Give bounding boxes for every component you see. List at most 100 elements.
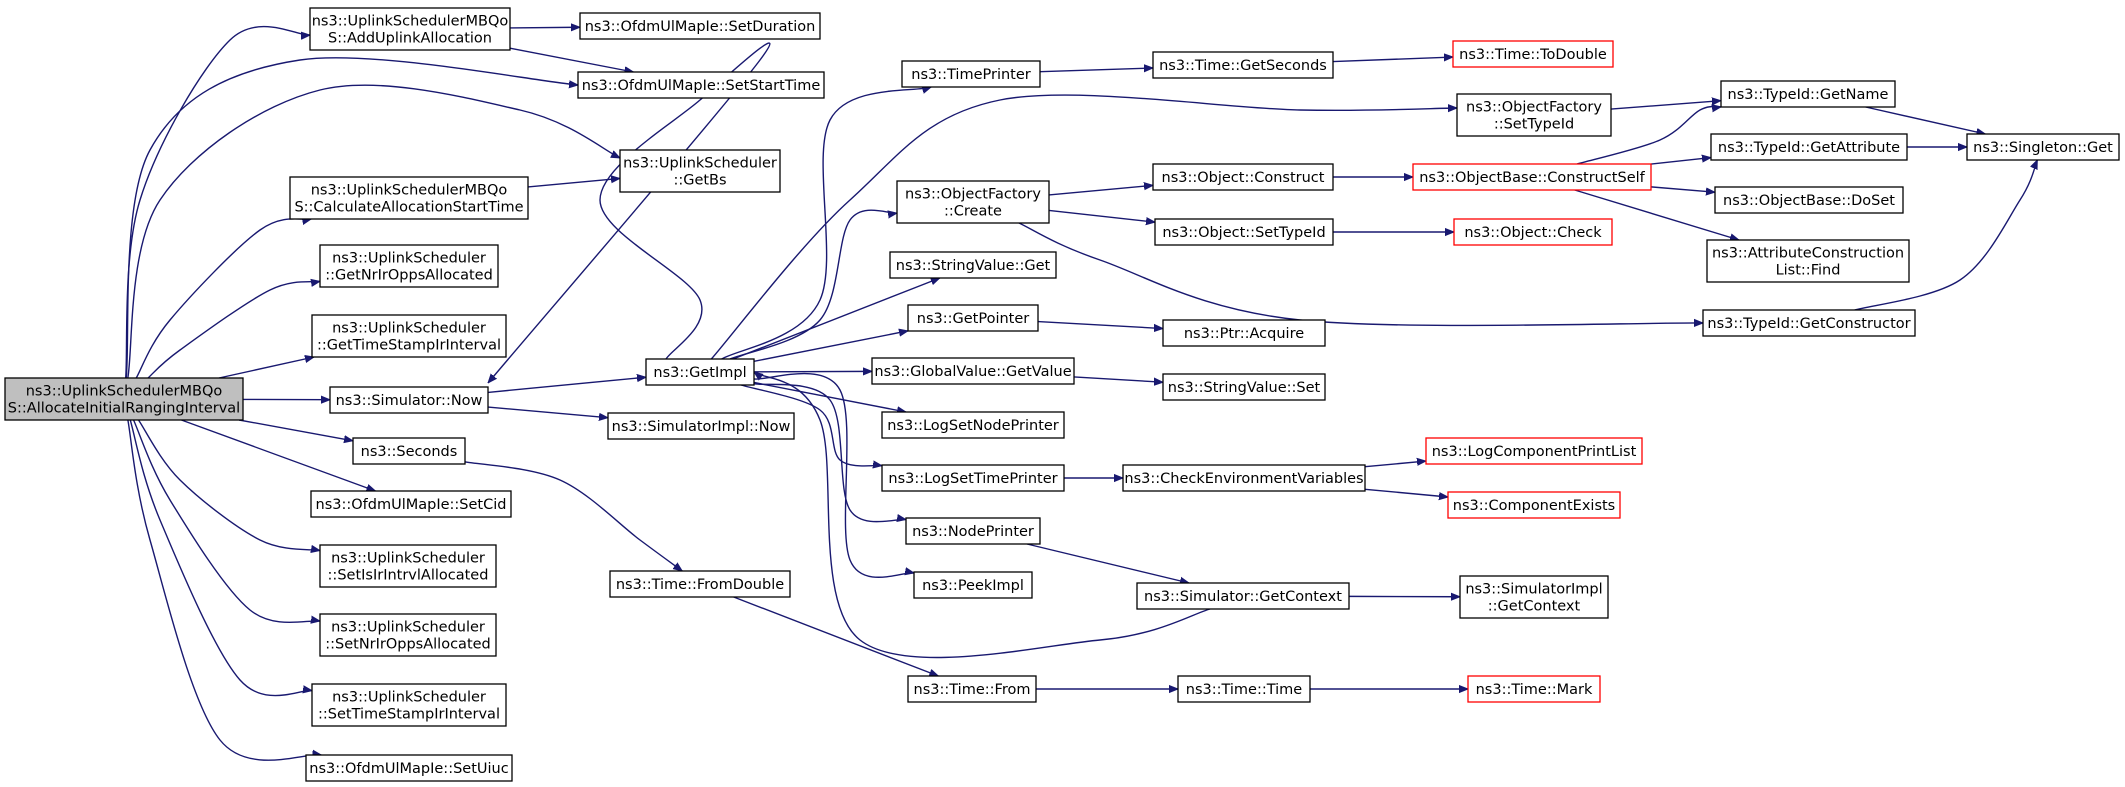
node-box[interactable] bbox=[319, 544, 497, 588]
node-box[interactable] bbox=[1122, 464, 1366, 492]
node-setStartTime[interactable]: ns3::OfdmUlMapIe::SetStartTime bbox=[577, 71, 825, 99]
node-box[interactable] bbox=[1162, 319, 1326, 347]
node-fromDouble[interactable]: ns3::Time::FromDouble bbox=[609, 570, 791, 598]
node-timeTime[interactable]: ns3::Time::Time bbox=[1177, 675, 1311, 703]
node-box[interactable] bbox=[1966, 133, 2120, 161]
node-setNrIr[interactable]: ns3::UplinkScheduler::SetNrIrOppsAllocat… bbox=[319, 613, 497, 657]
node-timeFrom[interactable]: ns3::Time::From bbox=[907, 675, 1037, 703]
node-box[interactable] bbox=[1452, 40, 1614, 68]
node-getTimeStamp[interactable]: ns3::UplinkScheduler::GetTimeStampIrInte… bbox=[311, 314, 507, 358]
node-box[interactable] bbox=[289, 176, 529, 220]
node-box[interactable] bbox=[609, 570, 791, 598]
node-timePrinter[interactable]: ns3::TimePrinter bbox=[901, 60, 1041, 88]
node-simImplNow[interactable]: ns3::SimulatorImpl::Now bbox=[607, 412, 795, 440]
node-getBs[interactable]: ns3::UplinkScheduler::GetBs bbox=[619, 149, 781, 193]
node-objConstruct[interactable]: ns3::Object::Construct bbox=[1152, 163, 1334, 191]
node-box[interactable] bbox=[1412, 163, 1652, 191]
node-box[interactable] bbox=[305, 754, 513, 782]
node-ptrAcquire[interactable]: ns3::Ptr::Acquire bbox=[1162, 319, 1326, 347]
node-logCompPrint[interactable]: ns3::LogComponentPrintList bbox=[1425, 437, 1643, 465]
node-box[interactable] bbox=[1467, 675, 1601, 703]
node-simGetContext[interactable]: ns3::Simulator::GetContext bbox=[1136, 582, 1350, 610]
node-getNrIrOpps[interactable]: ns3::UplinkScheduler::GetNrIrOppsAllocat… bbox=[319, 244, 499, 288]
node-box[interactable] bbox=[896, 180, 1050, 224]
node-box[interactable] bbox=[309, 7, 511, 51]
node-box[interactable] bbox=[907, 304, 1039, 332]
node-objSetTypeId[interactable]: ns3::Object::SetTypeId bbox=[1154, 218, 1334, 246]
node-setDuration[interactable]: ns3::OfdmUlMapIe::SetDuration bbox=[579, 12, 821, 40]
node-peekImpl[interactable]: ns3::PeekImpl bbox=[913, 571, 1033, 599]
node-box[interactable] bbox=[352, 437, 466, 465]
node-tidGetAttribute[interactable]: ns3::TypeId::GetAttribute bbox=[1710, 133, 1908, 161]
node-constructSelf[interactable]: ns3::ObjectBase::ConstructSelf bbox=[1412, 163, 1652, 191]
node-calcStartTime[interactable]: ns3::UplinkSchedulerMBQoS::CalculateAllo… bbox=[289, 176, 529, 220]
node-box[interactable] bbox=[311, 314, 507, 358]
node-box[interactable] bbox=[579, 12, 821, 40]
node-setTimeStamp[interactable]: ns3::UplinkScheduler::SetTimeStampIrInte… bbox=[311, 683, 507, 727]
node-getImpl[interactable]: ns3::GetImpl bbox=[645, 358, 755, 386]
node-box[interactable] bbox=[881, 464, 1065, 492]
node-addUplinkAllocation[interactable]: ns3::UplinkSchedulerMBQoS::AddUplinkAllo… bbox=[309, 7, 511, 51]
node-seconds[interactable]: ns3::Seconds bbox=[352, 437, 466, 465]
node-box[interactable] bbox=[881, 411, 1065, 439]
node-box[interactable] bbox=[607, 412, 795, 440]
node-checkEnv[interactable]: ns3::CheckEnvironmentVariables bbox=[1122, 464, 1366, 492]
node-box[interactable] bbox=[1425, 437, 1643, 465]
node-ofSetTypeId[interactable]: ns3::ObjectFactory::SetTypeId bbox=[1456, 93, 1612, 137]
node-box[interactable] bbox=[1459, 575, 1609, 619]
node-box[interactable] bbox=[619, 149, 781, 193]
node-box[interactable] bbox=[1720, 80, 1896, 108]
node-box[interactable] bbox=[889, 251, 1057, 279]
node-simNow[interactable]: ns3::Simulator::Now bbox=[329, 386, 489, 414]
node-root[interactable]: ns3::UplinkSchedulerMBQoS::AllocateIniti… bbox=[4, 377, 244, 421]
node-box[interactable] bbox=[1447, 491, 1621, 519]
node-box[interactable] bbox=[319, 244, 499, 288]
node-box[interactable] bbox=[1177, 675, 1311, 703]
node-logTimePrinter[interactable]: ns3::LogSetTimePrinter bbox=[881, 464, 1065, 492]
node-nodePrinter[interactable]: ns3::NodePrinter bbox=[905, 517, 1041, 545]
node-box[interactable] bbox=[907, 675, 1037, 703]
node-box[interactable] bbox=[577, 71, 825, 99]
node-tidGetConstructor[interactable]: ns3::TypeId::GetConstructor bbox=[1702, 309, 1916, 337]
node-timeMark[interactable]: ns3::Time::Mark bbox=[1467, 675, 1601, 703]
node-strGet[interactable]: ns3::StringValue::Get bbox=[889, 251, 1057, 279]
node-objCheck[interactable]: ns3::Object::Check bbox=[1453, 218, 1613, 246]
node-box[interactable] bbox=[905, 517, 1041, 545]
node-box[interactable] bbox=[1453, 218, 1613, 246]
node-compExists[interactable]: ns3::ComponentExists bbox=[1447, 491, 1621, 519]
node-box[interactable] bbox=[1152, 163, 1334, 191]
node-box[interactable] bbox=[1714, 186, 1904, 214]
node-box[interactable] bbox=[901, 60, 1041, 88]
node-toDouble[interactable]: ns3::Time::ToDouble bbox=[1452, 40, 1614, 68]
node-box[interactable] bbox=[329, 386, 489, 414]
node-box[interactable] bbox=[913, 571, 1033, 599]
node-obDoSet[interactable]: ns3::ObjectBase::DoSet bbox=[1714, 186, 1904, 214]
node-setIsIr[interactable]: ns3::UplinkScheduler::SetIsIrIntrvlAlloc… bbox=[319, 544, 497, 588]
node-tidGetName[interactable]: ns3::TypeId::GetName bbox=[1720, 80, 1896, 108]
node-box[interactable] bbox=[1706, 239, 1910, 283]
node-box[interactable] bbox=[4, 377, 244, 421]
node-box[interactable] bbox=[645, 358, 755, 386]
node-logNodePrinter[interactable]: ns3::LogSetNodePrinter bbox=[881, 411, 1065, 439]
node-box[interactable] bbox=[1710, 133, 1908, 161]
node-box[interactable] bbox=[310, 490, 512, 518]
node-box[interactable] bbox=[1136, 582, 1350, 610]
node-singletonGet[interactable]: ns3::Singleton::Get bbox=[1966, 133, 2120, 161]
node-setUiuc[interactable]: ns3::OfdmUlMapIe::SetUiuc bbox=[305, 754, 513, 782]
node-box[interactable] bbox=[1162, 373, 1326, 401]
node-box[interactable] bbox=[1456, 93, 1612, 137]
node-setCid[interactable]: ns3::OfdmUlMapIe::SetCid bbox=[310, 490, 512, 518]
node-box[interactable] bbox=[1154, 218, 1334, 246]
node-box[interactable] bbox=[1702, 309, 1916, 337]
node-box[interactable] bbox=[1152, 51, 1334, 79]
node-gvGetValue[interactable]: ns3::GlobalValue::GetValue bbox=[871, 357, 1075, 385]
node-strSet[interactable]: ns3::StringValue::Set bbox=[1162, 373, 1326, 401]
node-getPointer[interactable]: ns3::GetPointer bbox=[907, 304, 1039, 332]
node-simImplGetContext[interactable]: ns3::SimulatorImpl::GetContext bbox=[1459, 575, 1609, 619]
node-box[interactable] bbox=[871, 357, 1075, 385]
node-ofCreate[interactable]: ns3::ObjectFactory::Create bbox=[896, 180, 1050, 224]
node-getSeconds[interactable]: ns3::Time::GetSeconds bbox=[1152, 51, 1334, 79]
node-box[interactable] bbox=[311, 683, 507, 727]
node-box[interactable] bbox=[319, 613, 497, 657]
